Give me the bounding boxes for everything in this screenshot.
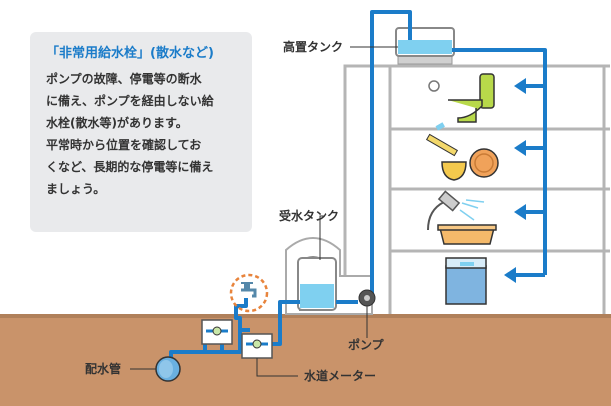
floor-arrows <box>504 78 545 283</box>
receiving-tank <box>297 257 337 311</box>
water-meter-label: 水道メーター <box>304 368 376 383</box>
receiving-tank-label: 受水タンク <box>279 208 339 223</box>
distribution-pipe-icon <box>155 356 181 382</box>
pump-icon <box>358 289 376 330</box>
ground <box>0 317 611 406</box>
callout-line: くなど、長期的な停電等に備え <box>46 160 214 174</box>
callout-body: ポンプの故障、停電等の断水 に備え、ポンプを経由しない給 水栓(散水等)がありま… <box>46 68 240 200</box>
washing-machine-icon <box>445 257 487 305</box>
pump-label: ポンプ <box>348 337 385 352</box>
faucet-icon <box>229 273 269 313</box>
water-meter-icon <box>201 319 273 359</box>
distribution-pipe-label: 配水管 <box>85 361 121 376</box>
callout-line: ましょう。 <box>46 182 106 196</box>
building <box>343 64 610 314</box>
shower-icon <box>427 190 497 245</box>
leader-lines <box>130 46 398 377</box>
elevated-tank-label: 高置タンク <box>283 39 343 54</box>
emergency-tap-callout: 「非常用給水栓」(散水など) ポンプの故障、停電等の断水 に備え、ポンプを経由し… <box>30 32 252 232</box>
callout-title: 「非常用給水栓」(散水など) <box>46 46 214 61</box>
callout-line: ポンプの故障、停電等の断水 <box>46 72 202 86</box>
toilet-icon <box>428 73 495 123</box>
ground-surface <box>0 314 611 318</box>
elevated-tank <box>395 27 455 65</box>
callout-line: 平常時から位置を確認してお <box>46 138 202 152</box>
callout-line: 水栓(散水等)があります。 <box>46 116 188 130</box>
callout-line: に備え、ポンプを経由しない給 <box>46 94 214 108</box>
dishes-icon <box>425 122 499 181</box>
water-pipes <box>169 10 547 360</box>
